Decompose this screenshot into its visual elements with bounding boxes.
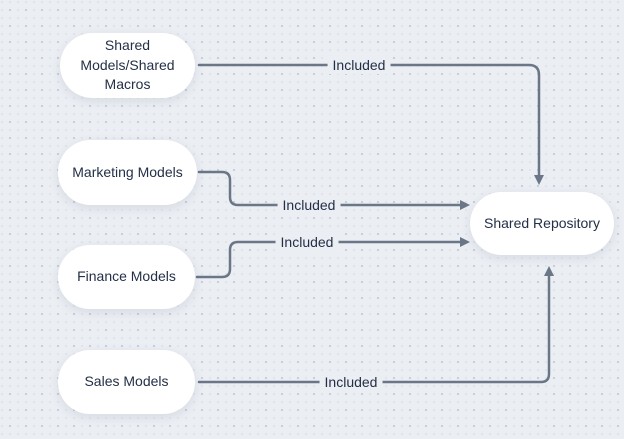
edge-label-included-finance[interactable]: Included xyxy=(275,233,339,251)
node-sales-models[interactable]: Sales Models xyxy=(58,350,195,414)
edge-shared-models-to-repository[interactable] xyxy=(197,63,544,185)
edge-finance-to-repository[interactable] xyxy=(195,237,470,279)
edge-sales-to-repository[interactable] xyxy=(197,266,554,384)
edge-marketing-to-repository[interactable] xyxy=(197,170,470,210)
node-marketing-models[interactable]: Marketing Models xyxy=(58,140,197,205)
node-label: Shared Repository xyxy=(484,214,600,231)
node-shared-models-shared-macros[interactable]: Shared Models/Shared Macros xyxy=(60,33,195,98)
node-shared-repository[interactable]: Shared Repository xyxy=(470,192,614,255)
node-label: Marketing Models xyxy=(72,163,183,180)
node-label: Shared Models/Shared Macros xyxy=(80,36,175,93)
node-label: Sales Models xyxy=(84,373,169,390)
node-finance-models[interactable]: Finance Models xyxy=(58,245,195,309)
edge-label-included-sales[interactable]: Included xyxy=(319,373,383,391)
edge-label-included-shared-models[interactable]: Included xyxy=(327,56,391,74)
edge-label-included-marketing[interactable]: Included xyxy=(277,196,341,214)
node-label: Finance Models xyxy=(77,268,176,285)
